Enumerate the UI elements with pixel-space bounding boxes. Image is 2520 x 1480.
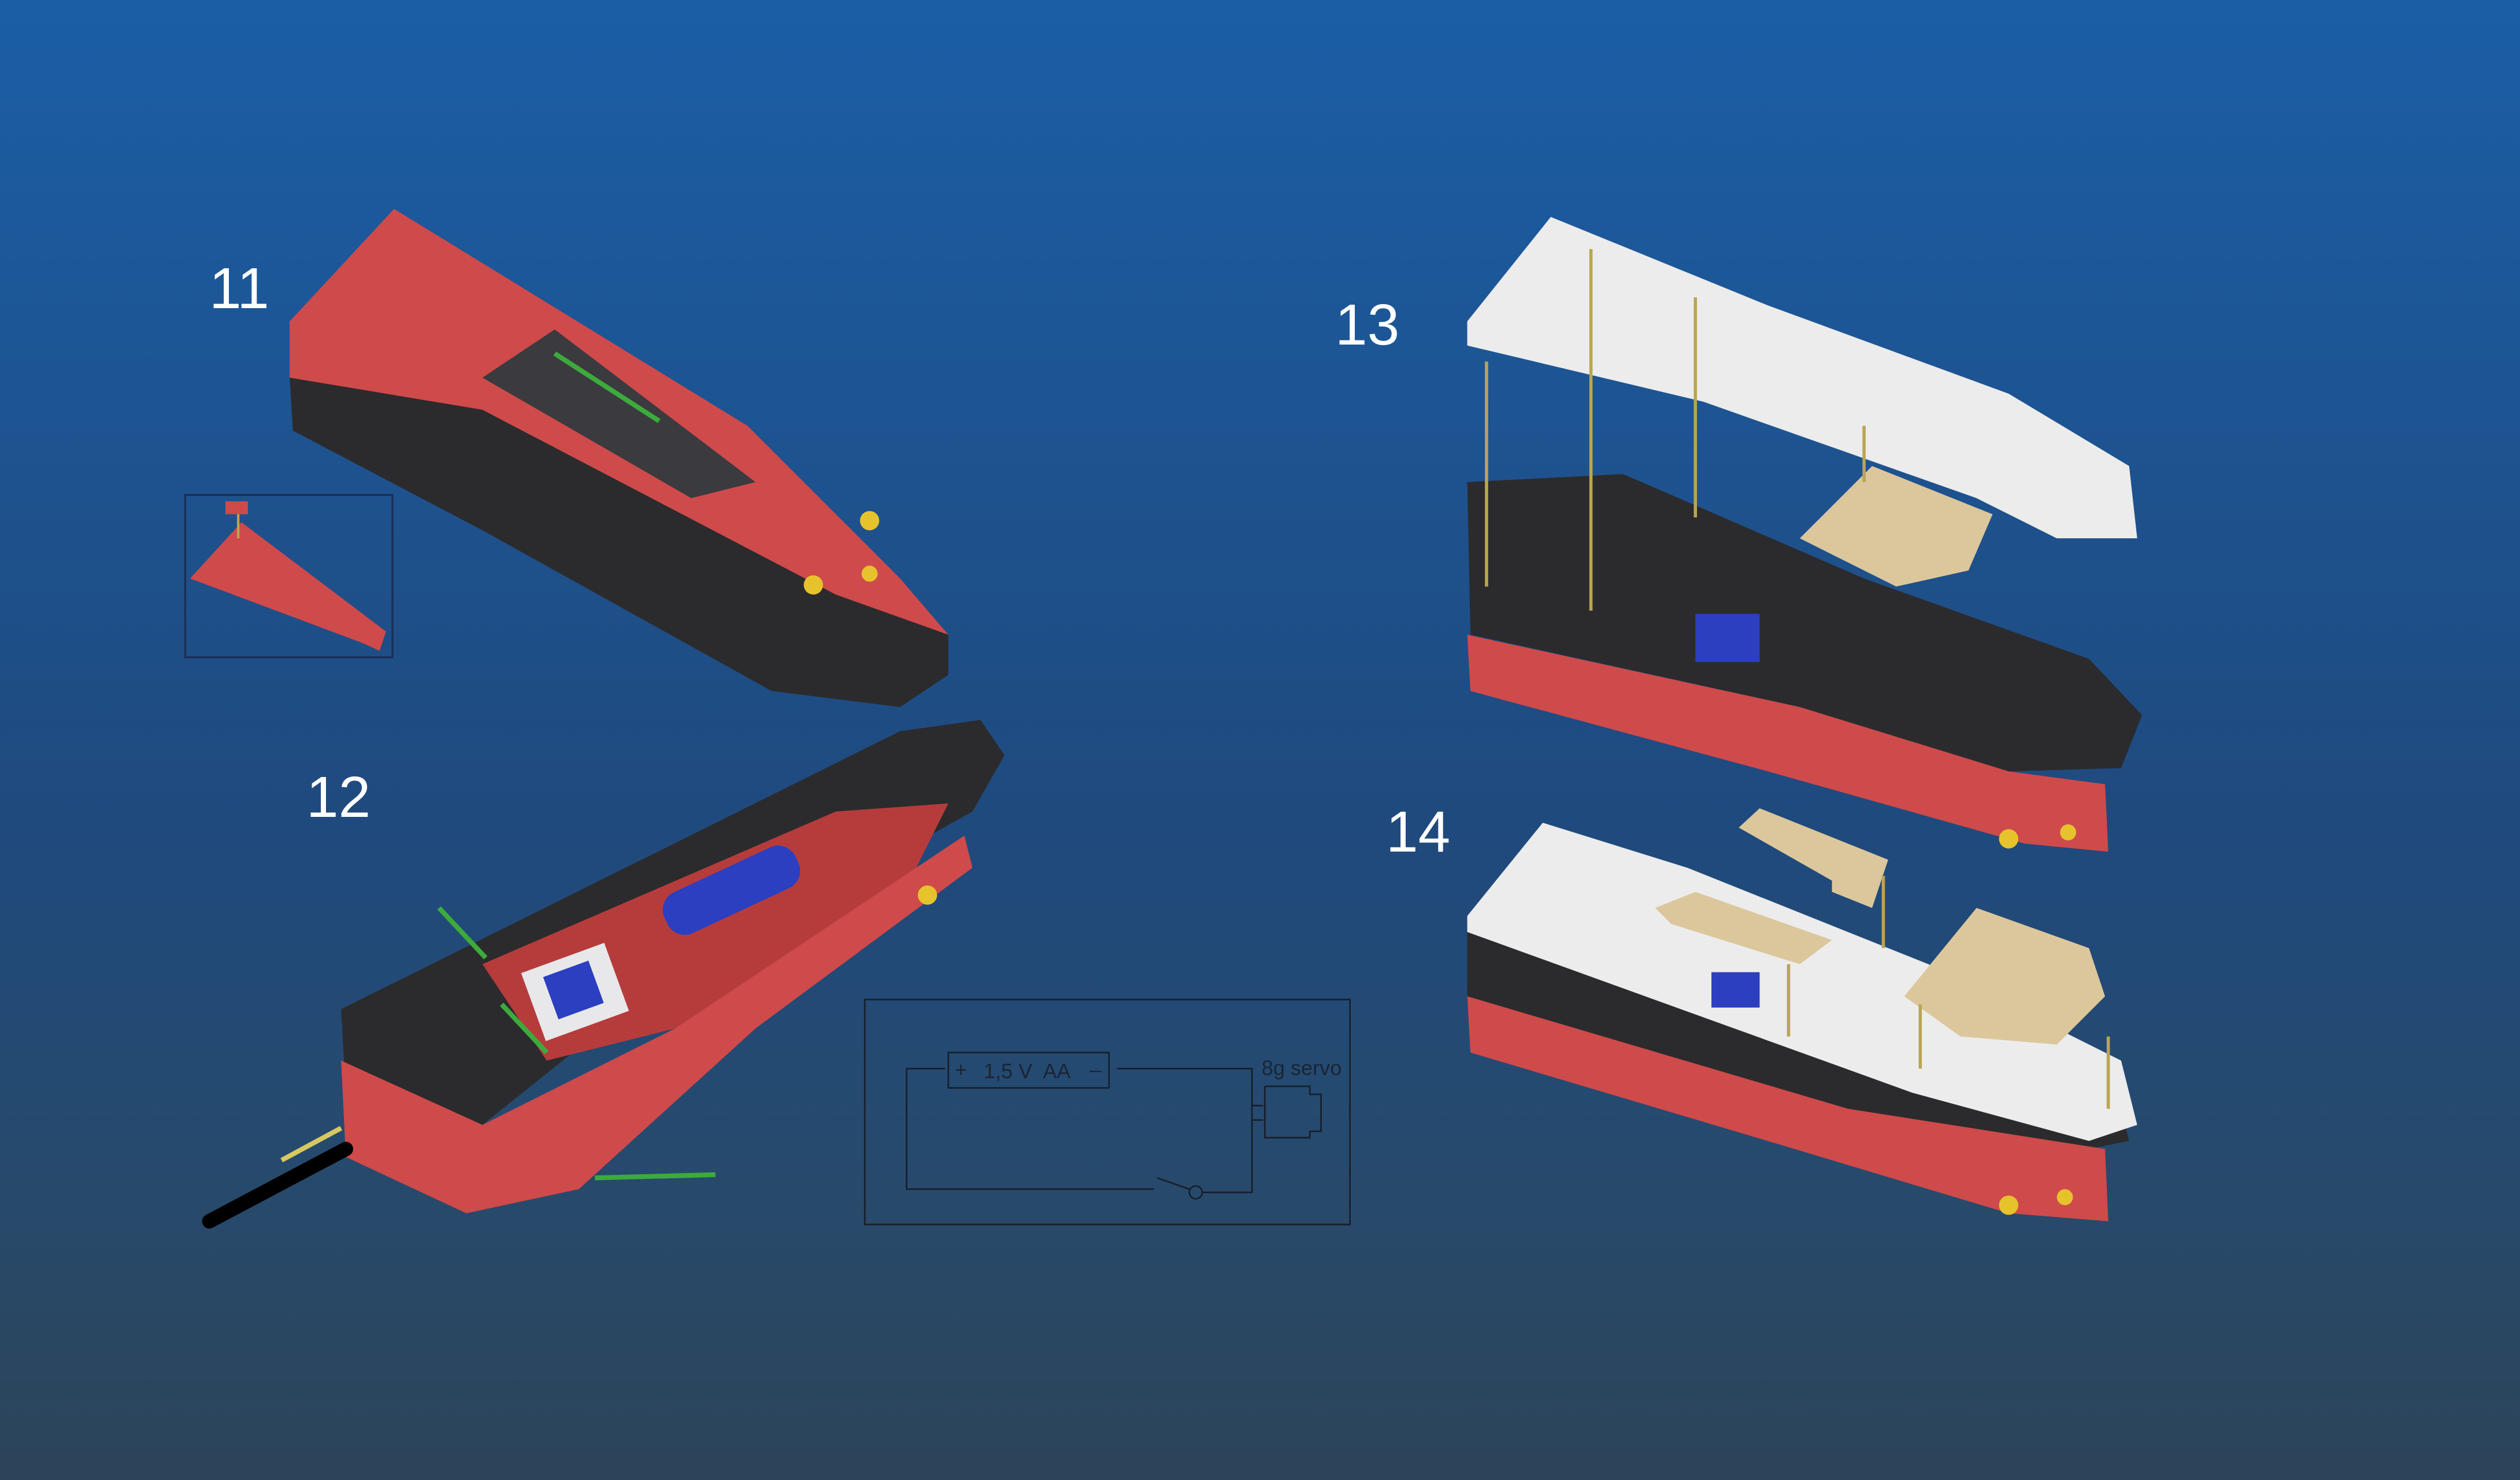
deck-tan: [1904, 908, 2106, 1045]
propeller-icon: [1999, 824, 2077, 849]
wiring-diagram: [864, 998, 1351, 1226]
step-13-deck-installation: [1467, 217, 2142, 852]
servo-blue: [543, 960, 604, 1020]
hull-red: [1467, 996, 2108, 1222]
hull-black: [1467, 473, 2142, 772]
deck-white: [1467, 823, 2137, 1141]
hull-black-band: [290, 378, 948, 708]
deck-tan: [1799, 466, 1993, 587]
aa-battery: [662, 845, 801, 935]
servo-blue: [1695, 613, 1760, 663]
deck-white: [1467, 217, 2137, 539]
step-11-stern-assembly: [290, 209, 948, 708]
propeller-icon: [803, 510, 880, 595]
hull-red-lower: [341, 835, 973, 1213]
step-12-servo-battery-installation: [202, 720, 1005, 1229]
step-number-12: 12: [306, 765, 371, 830]
deck-tan-piece: [1739, 808, 1888, 908]
green-arrow: [437, 906, 716, 1181]
step-number-11: 11: [209, 256, 269, 321]
step-number-13: 13: [1335, 293, 1400, 357]
servo-symbol: [1263, 1085, 1322, 1139]
green-arrow: [553, 352, 661, 423]
battery-plus: +: [955, 1057, 967, 1081]
servo-blue: [1711, 972, 1760, 1008]
propeller-icon: [1999, 1189, 2073, 1215]
step-14-superstructure-installation: [1467, 808, 2137, 1222]
hull-red: [1467, 634, 2108, 852]
hatch-opening: [482, 329, 756, 498]
step-number-14: 14: [1386, 800, 1451, 864]
guide-arrow: [280, 1126, 343, 1163]
rudder-rod: [202, 1141, 353, 1229]
guide-lines: [1485, 249, 1866, 611]
battery-minus: –: [1089, 1057, 1102, 1081]
guide-lines: [1787, 875, 2110, 1109]
servo-label: 8g servo: [1262, 1056, 1342, 1080]
inset-rudder-detail: [184, 494, 394, 658]
propeller-icon: [917, 885, 937, 905]
deck-tan-middle: [1655, 891, 1832, 964]
switch-symbol: [1188, 1185, 1203, 1200]
battery-symbol: [947, 1052, 1110, 1089]
battery-label: 1,5 V AA: [984, 1059, 1072, 1083]
